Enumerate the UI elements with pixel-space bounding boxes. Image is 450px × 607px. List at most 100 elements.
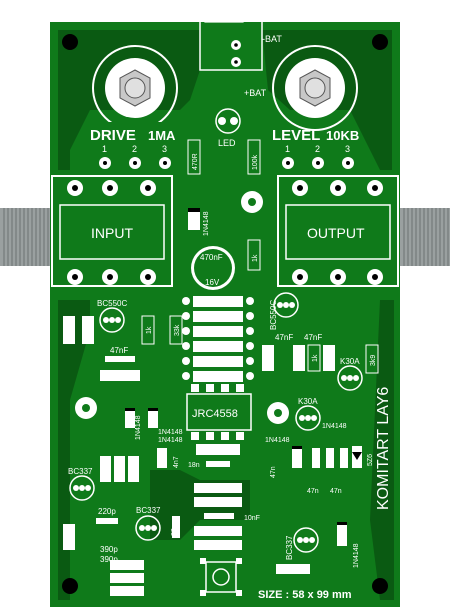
capacitor-390p-b: 390p [100, 555, 118, 564]
label-22n: 22n [171, 524, 178, 536]
capacitor-22n: 22n [171, 516, 180, 538]
capacitor-47n-a: 47n [270, 448, 320, 478]
label-4k7-a: 4k7 [211, 358, 224, 367]
transistor-bc550c-left: BC550C [97, 299, 127, 333]
resistor-4k7-left: 4k7 [82, 316, 94, 344]
resistor-470r: 470R [187, 139, 201, 175]
label-1n4148-bottom: 1N4148 [353, 543, 360, 568]
label-16v: 16V [205, 278, 220, 287]
drive-pin3: 3 [162, 144, 167, 154]
label-10nf: 10nF [244, 515, 260, 522]
diode-1n4148-r2: 1N4148 [322, 423, 347, 430]
label-1n4148-r1: 1N4148 [265, 437, 290, 444]
label-1uf-right: 1uF [269, 407, 276, 419]
input-label: INPUT [91, 225, 133, 241]
resistor-100k-c: 100k [110, 573, 144, 583]
label-390p-b: 390p [100, 555, 118, 564]
resistor-470k: 470k [100, 370, 140, 381]
transistor-bc337-m: BC337 [135, 506, 161, 541]
label-47nf-r2: 47nF [304, 333, 322, 342]
ic-jrc4558: JRC4558 [186, 384, 252, 440]
size-label: SIZE : 58 x 99 mm [258, 589, 352, 601]
transistor-bc337-r: BC337 [285, 527, 319, 560]
ladder-pads [182, 297, 254, 380]
capacitor-220p: 220p [96, 507, 118, 524]
resistor-56k-b: 56k [63, 524, 75, 550]
label-5z6: 5Z6 [367, 454, 374, 466]
resistor-5k6: 5k6 [114, 456, 125, 482]
label-1m-l: 1M [132, 464, 139, 474]
neg-bat-label: -BAT [262, 34, 282, 44]
resistor-10k-r: 10k [262, 345, 274, 371]
label-k30a-mid: K30A [298, 397, 318, 406]
transistor-k30a-top: K30A [337, 357, 363, 391]
label-1m-c2: 1M [212, 498, 223, 507]
label-470nf: 470nF [200, 253, 223, 262]
label-100k-led: 100k [252, 154, 259, 170]
diode-1n4148-l1: 1N4148 [125, 408, 142, 440]
label-4n7: 4n7 [173, 456, 180, 468]
resistor-1k-r: 1k [307, 344, 321, 372]
level-value: 10KB [326, 128, 359, 143]
label-k30a-top: K30A [340, 357, 360, 366]
capacitor-47nf-r1: 47nF [275, 333, 293, 342]
label-1k-r: 1k [312, 354, 319, 362]
diode-1n4148-top: 1N4148 [188, 208, 210, 236]
drive-potentiometer: DRIVE 1MA 1 2 3 [90, 45, 178, 169]
label-47nf-left: 47nF [110, 346, 128, 355]
capacitor-1uf-right: 1uF [267, 402, 289, 424]
label-56k-b: 56k [67, 533, 74, 545]
resistor-10k-left: 10k [63, 316, 75, 344]
resistor-1m-r1: 1M [293, 345, 305, 371]
transistor-bc550c-right: BC550C [269, 292, 299, 330]
pos-bat-label: +BAT [244, 88, 267, 98]
label-47nf-r1: 47nF [275, 333, 293, 342]
capacitor-390p-a: 390p [100, 545, 118, 554]
label-3k9: 3k9 [370, 355, 377, 366]
resistor-56k-c: 56k [194, 526, 242, 536]
label-4k7-left: 4k7 [86, 329, 93, 340]
input-jack: INPUT [51, 175, 173, 287]
label-56k-c: 56k [210, 527, 224, 536]
capacitor-47nf-left: 47nF [105, 346, 135, 362]
center-resistor-ladder: 10k 33k 33k 100k 4k7 10k [193, 296, 243, 382]
resistor-33k-left: 33k [169, 315, 183, 345]
label-1k-left: 1k [146, 326, 153, 334]
resistor-1m-r2: 1M [323, 345, 335, 371]
resistor-1m-bottom: 1M [276, 564, 310, 574]
resistor-1m-c1: 1M [194, 483, 242, 493]
label-47n-b: 47n [307, 488, 319, 495]
label-47n-a: 47n [270, 466, 277, 478]
resistor-10k-c: 10k [196, 444, 240, 455]
capacitor-47n-b: 47n [307, 448, 334, 495]
diode-1n4148-r1: 1N4148 [265, 437, 302, 468]
label-10k-a: 10k [213, 298, 227, 307]
ic-label: JRC4558 [192, 408, 238, 420]
label-1m-c1: 1M [212, 484, 223, 493]
transistor-bc337-l: BC337 [68, 467, 95, 501]
level-pin2: 2 [315, 144, 320, 154]
resistor-100r: 100R [194, 540, 242, 550]
capacitor-1uf-top [241, 191, 263, 213]
label-bc550c-right: BC550C [269, 300, 278, 330]
label-100r: 100R [208, 541, 227, 550]
label-100k-c: 100k [117, 576, 133, 583]
label-10k-r: 10k [266, 354, 273, 366]
label-1n4148-r2: 1N4148 [322, 423, 347, 430]
drive-label: DRIVE [90, 127, 136, 144]
resistor-100k-b: 100k [110, 560, 144, 570]
label-bc337-l: BC337 [68, 467, 93, 476]
diode-1n4148-l2: 1N4148 [148, 408, 183, 436]
diode-1n4148-bottom: 1N4148 [337, 522, 360, 568]
label-18n: 18n [188, 462, 200, 469]
led-label: LED [218, 138, 236, 148]
level-pin1: 1 [285, 144, 290, 154]
battery-connector: -BAT +BAT [199, 0, 282, 98]
label-10k-c: 10k [212, 446, 226, 455]
label-100k-a: 100k [208, 343, 226, 352]
resistor-3k9: 3k9 [365, 344, 379, 374]
label-1n4148-l2: 1N4148 [158, 429, 183, 436]
resistor-1k-mid: 1k [247, 239, 261, 271]
footswitch [200, 558, 242, 596]
